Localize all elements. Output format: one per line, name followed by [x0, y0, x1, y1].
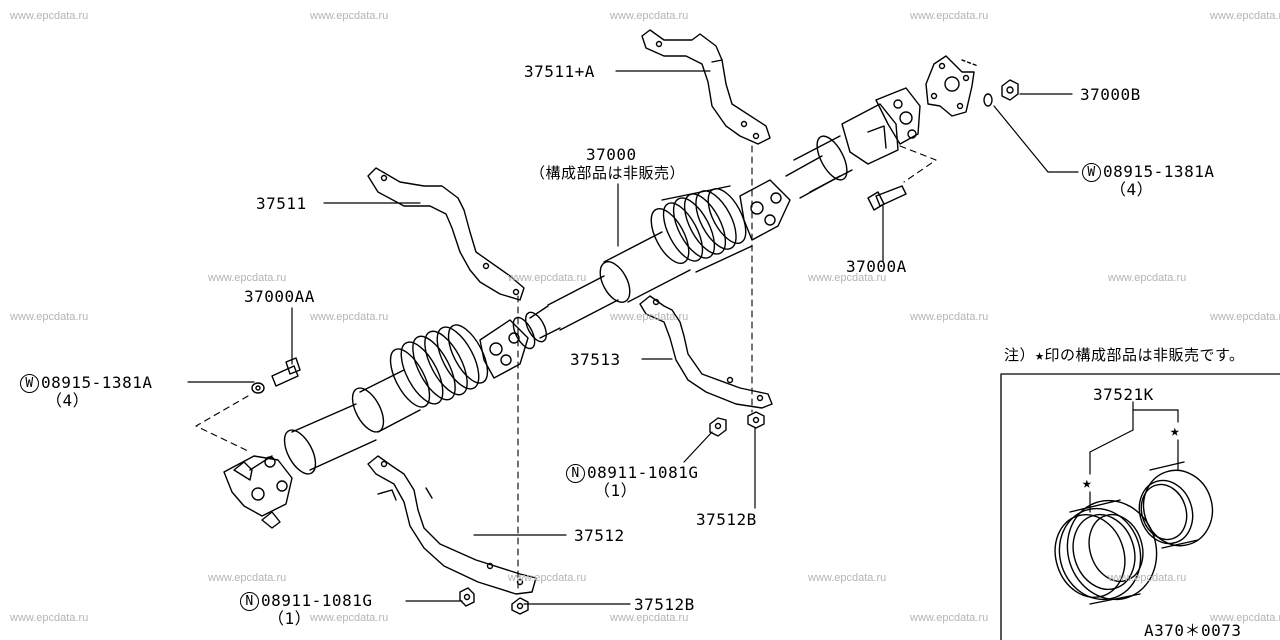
label-37521K: 37521K [1093, 385, 1154, 404]
nut-mid-code: 08911-1081G [587, 463, 699, 482]
front-flange [925, 55, 1019, 117]
nut-marker: N [566, 464, 585, 483]
nut-bot-code: 08911-1081G [261, 591, 373, 610]
watermark: www.epcdata.ru [10, 10, 89, 22]
washer-left-code: 08915-1381A [41, 373, 153, 392]
nut-bot-right [511, 597, 529, 615]
star-marker-left: ★ [1082, 473, 1093, 492]
watermark: www.epcdata.ru [508, 272, 587, 284]
nut-mid-right [747, 411, 765, 429]
bolt-37000AA [251, 357, 301, 394]
watermark: www.epcdata.ru [610, 311, 689, 323]
watermark: www.epcdata.ru [808, 272, 887, 284]
label-37511: 37511 [256, 194, 307, 213]
washer-marker: W [1082, 163, 1101, 182]
label-37512B-bot: 37512B [634, 595, 695, 614]
label-37000A: 37000A [846, 257, 907, 276]
bracket-37511A [641, 29, 771, 145]
dashed-guides [195, 145, 937, 593]
nut-bot-left [459, 587, 475, 607]
nut-mid-left [709, 417, 727, 437]
watermark: www.epcdata.ru [310, 311, 389, 323]
watermark: www.epcdata.ru [610, 612, 689, 624]
washer-left-qty: （4） [46, 391, 90, 410]
washer-top-qty: （4） [1110, 180, 1154, 199]
nut-marker: N [240, 592, 259, 611]
front-coupling [650, 87, 921, 273]
propeller-shaft [512, 231, 691, 350]
label-37512B-mid: 37512B [696, 510, 757, 529]
watermark: www.epcdata.ru [808, 572, 887, 584]
star-marker-right: ★ [1170, 421, 1181, 440]
watermark: www.epcdata.ru [310, 612, 389, 624]
bolt-37000A [867, 185, 907, 211]
label-37511A: 37511+A [524, 62, 595, 81]
watermark: www.epcdata.ru [508, 572, 587, 584]
watermark: www.epcdata.ru [1210, 612, 1280, 624]
watermark: www.epcdata.ru [310, 10, 389, 22]
label-37512: 37512 [574, 526, 625, 545]
watermark: www.epcdata.ru [1108, 572, 1187, 584]
watermark: www.epcdata.ru [208, 572, 287, 584]
watermark: www.epcdata.ru [610, 10, 689, 22]
label-37000-note: （構成部品は非販売） [530, 164, 686, 182]
washer-marker: W [20, 374, 39, 393]
watermark: www.epcdata.ru [910, 10, 989, 22]
label-37513: 37513 [570, 350, 621, 369]
label-37000: 37000 [586, 145, 637, 164]
nut-mid-qty: （1） [594, 481, 638, 500]
watermark: www.epcdata.ru [10, 612, 89, 624]
bracket-37513 [639, 295, 773, 409]
inset-note: 注）★印の構成部品は非販売です。 [1004, 346, 1245, 364]
watermark: www.epcdata.ru [10, 311, 89, 323]
watermark: www.epcdata.ru [1210, 10, 1280, 22]
label-37000AA: 37000AA [244, 287, 315, 306]
watermark: www.epcdata.ru [910, 311, 989, 323]
washer-top-code: 08915-1381A [1103, 162, 1215, 181]
watermark: www.epcdata.ru [910, 612, 989, 624]
bracket-37511 [367, 167, 525, 301]
bracket-37512 [367, 455, 537, 595]
leader-lines [187, 70, 1079, 605]
watermark: www.epcdata.ru [208, 272, 287, 284]
diagram-code: A370＊0073 [1144, 621, 1242, 640]
rear-coupling [223, 319, 529, 529]
nut-bot-qty: （1） [268, 609, 312, 628]
label-37000B: 37000B [1080, 85, 1141, 104]
watermark: www.epcdata.ru [1108, 272, 1187, 284]
inset-box [1000, 373, 1280, 640]
watermark: www.epcdata.ru [1210, 311, 1280, 323]
